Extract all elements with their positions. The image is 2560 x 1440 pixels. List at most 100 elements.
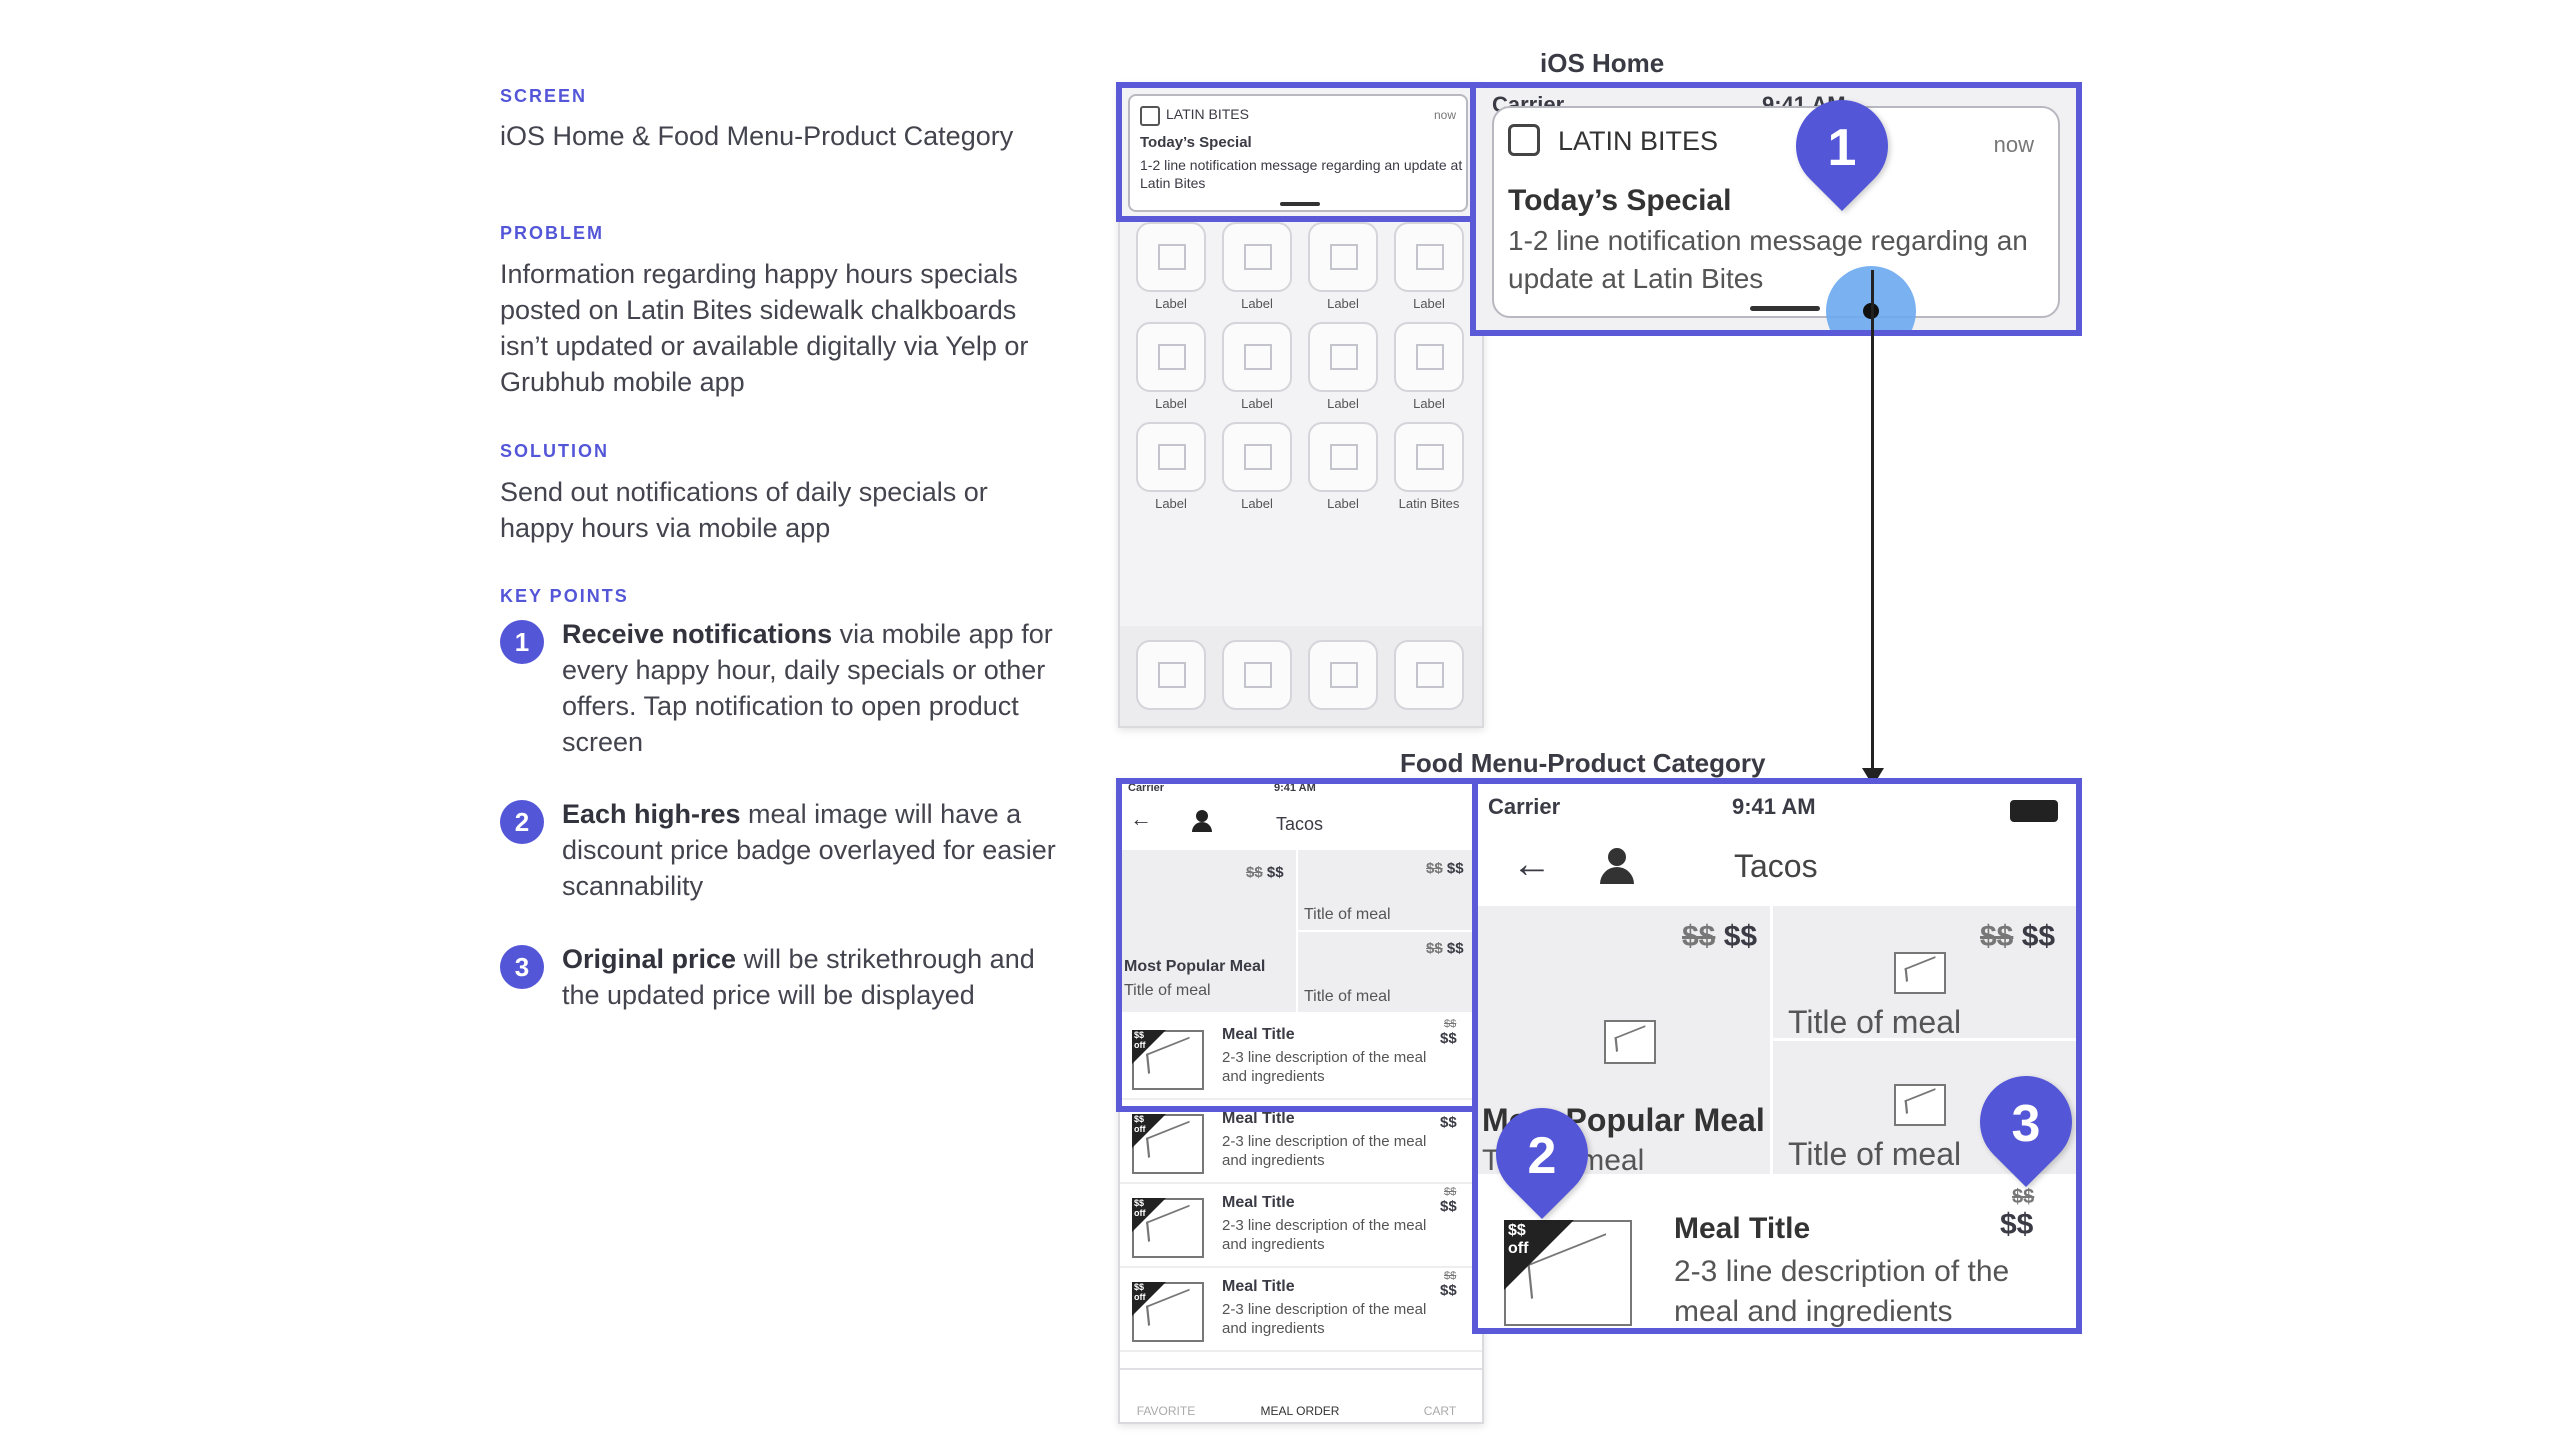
meal-old-price: $$ [1444, 1186, 1457, 1198]
app-icon-8[interactable] [1394, 322, 1464, 392]
popular-title: Most Popular Meal [1124, 958, 1266, 975]
notification-zoom-highlight [1470, 82, 2082, 336]
notification-large[interactable]: LATIN BITES now Today’s Special 1-2 line… [1492, 106, 2060, 318]
dock-app-icon[interactable] [1394, 640, 1464, 710]
notification-highlight [1116, 82, 1482, 222]
notification-time: now [1993, 132, 2034, 157]
discount-badge-text: $$ off [1134, 1282, 1146, 1302]
app-icon-9[interactable] [1136, 422, 1206, 492]
marker-3-number: 3 [2011, 1095, 2041, 1153]
notification-title: Today’s Special [1508, 184, 1732, 217]
meal-new-price: $$ [2000, 1208, 2034, 1241]
meal-title: Meal Title [1222, 1194, 1295, 1211]
meal-old-price: $$ [2012, 1186, 2035, 1208]
tab-bar: FAVORITE MEAL ORDER CART [1120, 1368, 1482, 1422]
meal-desc: 2-3 line description of the meal and ing… [1222, 1217, 1427, 1253]
app-label: Label [1241, 496, 1273, 511]
problem-label: PROBLEM [500, 223, 604, 243]
tile-title: Title of meal [1304, 906, 1391, 923]
app-icon-4[interactable] [1394, 222, 1464, 292]
notification-app-name: LATIN BITES [1166, 106, 1249, 122]
meal-desc: 2-3 line description of the meal and ing… [1674, 1255, 2010, 1328]
meal-old-price: $$ [1444, 1018, 1457, 1030]
marker-2-number: 2 [1527, 1127, 1557, 1185]
tile-price: $$ $$ [1426, 940, 1464, 957]
solution-text: Send out notifications of daily specials… [500, 477, 988, 543]
tile-price: $$ $$ [1980, 920, 2056, 953]
popular-price: $$ $$ [1682, 920, 1758, 953]
tab-favorite[interactable]: FAVORITE [1136, 1404, 1196, 1418]
key-point-number: 2 [500, 800, 544, 844]
divider [1120, 1098, 1482, 1100]
key-point-text: Original price will be strikethrough and… [562, 944, 1035, 1010]
app-icon-6[interactable] [1222, 322, 1292, 392]
app-icon-3[interactable] [1308, 222, 1378, 292]
status-time: 9:41 AM [1732, 794, 1816, 819]
app-icon-5[interactable] [1136, 322, 1206, 392]
dock-app-icon[interactable] [1308, 640, 1378, 710]
tab-cart[interactable]: CART [1423, 1404, 1457, 1418]
notification-zoom: Carrier 9:41 AM LATIN BITES now Today’s … [1472, 84, 2080, 334]
app-label: Label [1155, 296, 1187, 311]
food-menu-title: Food Menu-Product Category [1400, 748, 1766, 778]
notification-small[interactable]: LATIN BITES now Today’s Special 1-2 line… [1128, 94, 1468, 212]
discount-badge-text: $$ off [1134, 1114, 1146, 1134]
status-time: 9:41 AM [1274, 782, 1316, 794]
discount-badge-text: $$ off [1508, 1222, 1529, 1257]
back-arrow-icon[interactable]: ← [1512, 842, 1552, 886]
meal-title: Meal Title [1222, 1026, 1295, 1043]
back-arrow-icon[interactable]: ← [1130, 806, 1152, 831]
status-carrier: Carrier [1488, 794, 1561, 819]
menu-zoom-highlight [1472, 778, 2082, 1334]
app-icon-2[interactable] [1222, 222, 1292, 292]
app-icon-1[interactable] [1136, 222, 1206, 292]
app-label: Label [1327, 396, 1359, 411]
meal-old-price: $$ [1444, 1270, 1457, 1282]
notification-message: 1-2 line notification message regarding … [1140, 157, 1463, 191]
food-menu-zoom: Carrier 9:41 AM ← Tacos $$ $$ $$ $$ Most… [1474, 782, 2080, 1332]
app-icon-12[interactable] [1394, 422, 1464, 492]
image-placeholder-icon [1894, 952, 1946, 994]
app-icon-11[interactable] [1308, 422, 1378, 492]
app-icon [1140, 106, 1160, 126]
notification-app-name: LATIN BITES [1558, 126, 1719, 156]
connector-line [1871, 270, 1874, 770]
app-label: Label [1241, 296, 1273, 311]
nav-title: Tacos [1734, 848, 1818, 884]
menu-highlight [1116, 778, 1482, 1112]
app-icon-7[interactable] [1308, 322, 1378, 392]
popular-price: $$ $$ [1246, 864, 1284, 881]
discount-badge [1132, 1030, 1166, 1064]
app-icon-10[interactable] [1222, 422, 1292, 492]
battery-icon [2010, 800, 2058, 822]
tile-title: Title of meal [1788, 1136, 1962, 1172]
app-icon [1508, 124, 1540, 156]
notification-time: now [1433, 108, 1456, 122]
profile-icon[interactable] [1600, 848, 1634, 884]
app-label: Label [1241, 396, 1273, 411]
problem-text: Information regarding happy hours specia… [500, 259, 1029, 397]
nav-title: Tacos [1276, 814, 1324, 834]
meal-new-price: $$ [1440, 1114, 1457, 1131]
dock-app-icon[interactable] [1222, 640, 1292, 710]
app-label: Label [1327, 296, 1359, 311]
app-label: Label [1155, 396, 1187, 411]
solution-label: SOLUTION [500, 441, 609, 461]
divider [1120, 1182, 1482, 1184]
discount-badge [1132, 1282, 1166, 1316]
key-point-text: Each high-res meal image will have a dis… [562, 799, 1056, 901]
ios-home-phone: LATIN BITES now Today’s Special 1-2 line… [1118, 84, 1484, 728]
app-label: Label [1155, 496, 1187, 511]
profile-icon[interactable] [1192, 810, 1212, 832]
key-point-number: 1 [500, 620, 544, 664]
tab-meal-order[interactable]: MEAL ORDER [1260, 1404, 1340, 1418]
dock-app-icon[interactable] [1136, 640, 1206, 710]
meal-desc: 2-3 line description of the meal and ing… [1222, 1133, 1427, 1169]
tile-price: $$ $$ [1426, 860, 1464, 877]
image-placeholder-icon [1604, 1020, 1656, 1064]
key-point-number: 3 [500, 945, 544, 989]
